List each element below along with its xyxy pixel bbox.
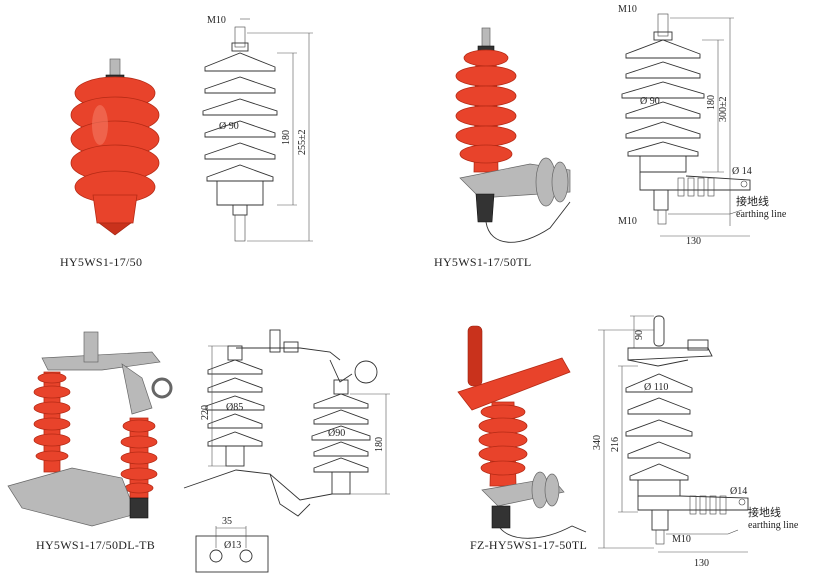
label-earth-cn: 接地线 — [736, 194, 769, 208]
label-height-inner: 180 — [281, 130, 292, 145]
arrester-photo-2 — [455, 27, 571, 243]
label-height-top: 90 — [634, 330, 645, 340]
caption-2: HY5WS1-17/50TL — [434, 255, 532, 269]
panel-hy5ws1-17-50: HY5WS1-17/50 M10 Ø 90 180 255±2 — [0, 0, 410, 290]
label-height-right: 180 — [374, 437, 385, 452]
label-earth-en: earthing line — [736, 209, 787, 220]
panel-hy5ws1-17-50dl-tb: HY5WS1-17/50DL-TB Ø85 220 Ø90 180 — [0, 290, 410, 580]
label-height-total: 255±2 — [297, 130, 308, 156]
arrester-drawing-1: M10 Ø 90 180 255±2 — [202, 15, 313, 242]
label-hole: Ø 14 — [732, 166, 752, 177]
label-diameter: Ø 90 — [219, 121, 239, 132]
caption-4: FZ-HY5WS1-17-50TL — [470, 538, 588, 552]
label-hole-3: Ø13 — [224, 540, 241, 551]
label-earth-cn-4: 接地线 — [748, 505, 781, 519]
label-earth-en-4: earthing line — [748, 520, 799, 531]
label-width-2: 130 — [686, 236, 701, 247]
label-height-total-2: 300±2 — [718, 97, 729, 123]
panel-fz-hy5ws1-17-50tl: FZ-HY5WS1-17-50TL 90 Ø 110 Ø14 接地线 earth… — [410, 290, 821, 580]
arrester-photo-3 — [7, 331, 173, 527]
label-thread-bottom: M10 — [618, 216, 637, 227]
panel-hy5ws1-17-50tl: HY5WS1-17/50TL M10 Ø 90 Ø 14 M10 接地线 ear… — [410, 0, 821, 290]
label-diameter-left: Ø85 — [226, 402, 243, 413]
label-width-4: 130 — [694, 558, 709, 569]
label-thread-4: M10 — [672, 534, 691, 545]
label-diameter-2: Ø 90 — [640, 96, 660, 107]
arrester-photo — [70, 58, 160, 236]
arrester-photo-4 — [457, 325, 587, 539]
arrester-drawing-2: M10 Ø 90 Ø 14 M10 接地线 earthing line 130 … — [618, 4, 787, 247]
label-thread-top: M10 — [618, 4, 637, 15]
label-width-3: 35 — [222, 516, 232, 527]
caption-1: HY5WS1-17/50 — [60, 255, 143, 269]
label-diameter-right: Ø90 — [328, 428, 345, 439]
caption-3: HY5WS1-17/50DL-TB — [36, 538, 156, 552]
label-thread: M10 — [207, 15, 226, 26]
label-hole-4: Ø14 — [730, 486, 747, 497]
label-height-inner-2: 180 — [706, 95, 717, 110]
label-diameter-4: Ø 110 — [644, 382, 668, 393]
label-height-left: 220 — [200, 405, 211, 420]
arrester-drawing-3: Ø85 220 Ø90 180 35 Ø13 — [183, 329, 390, 573]
arrester-drawing-4: 90 Ø 110 Ø14 接地线 earthing line M10 130 2… — [592, 315, 799, 569]
label-height-total-4: 340 — [592, 435, 603, 450]
label-height-mid: 216 — [610, 437, 621, 452]
